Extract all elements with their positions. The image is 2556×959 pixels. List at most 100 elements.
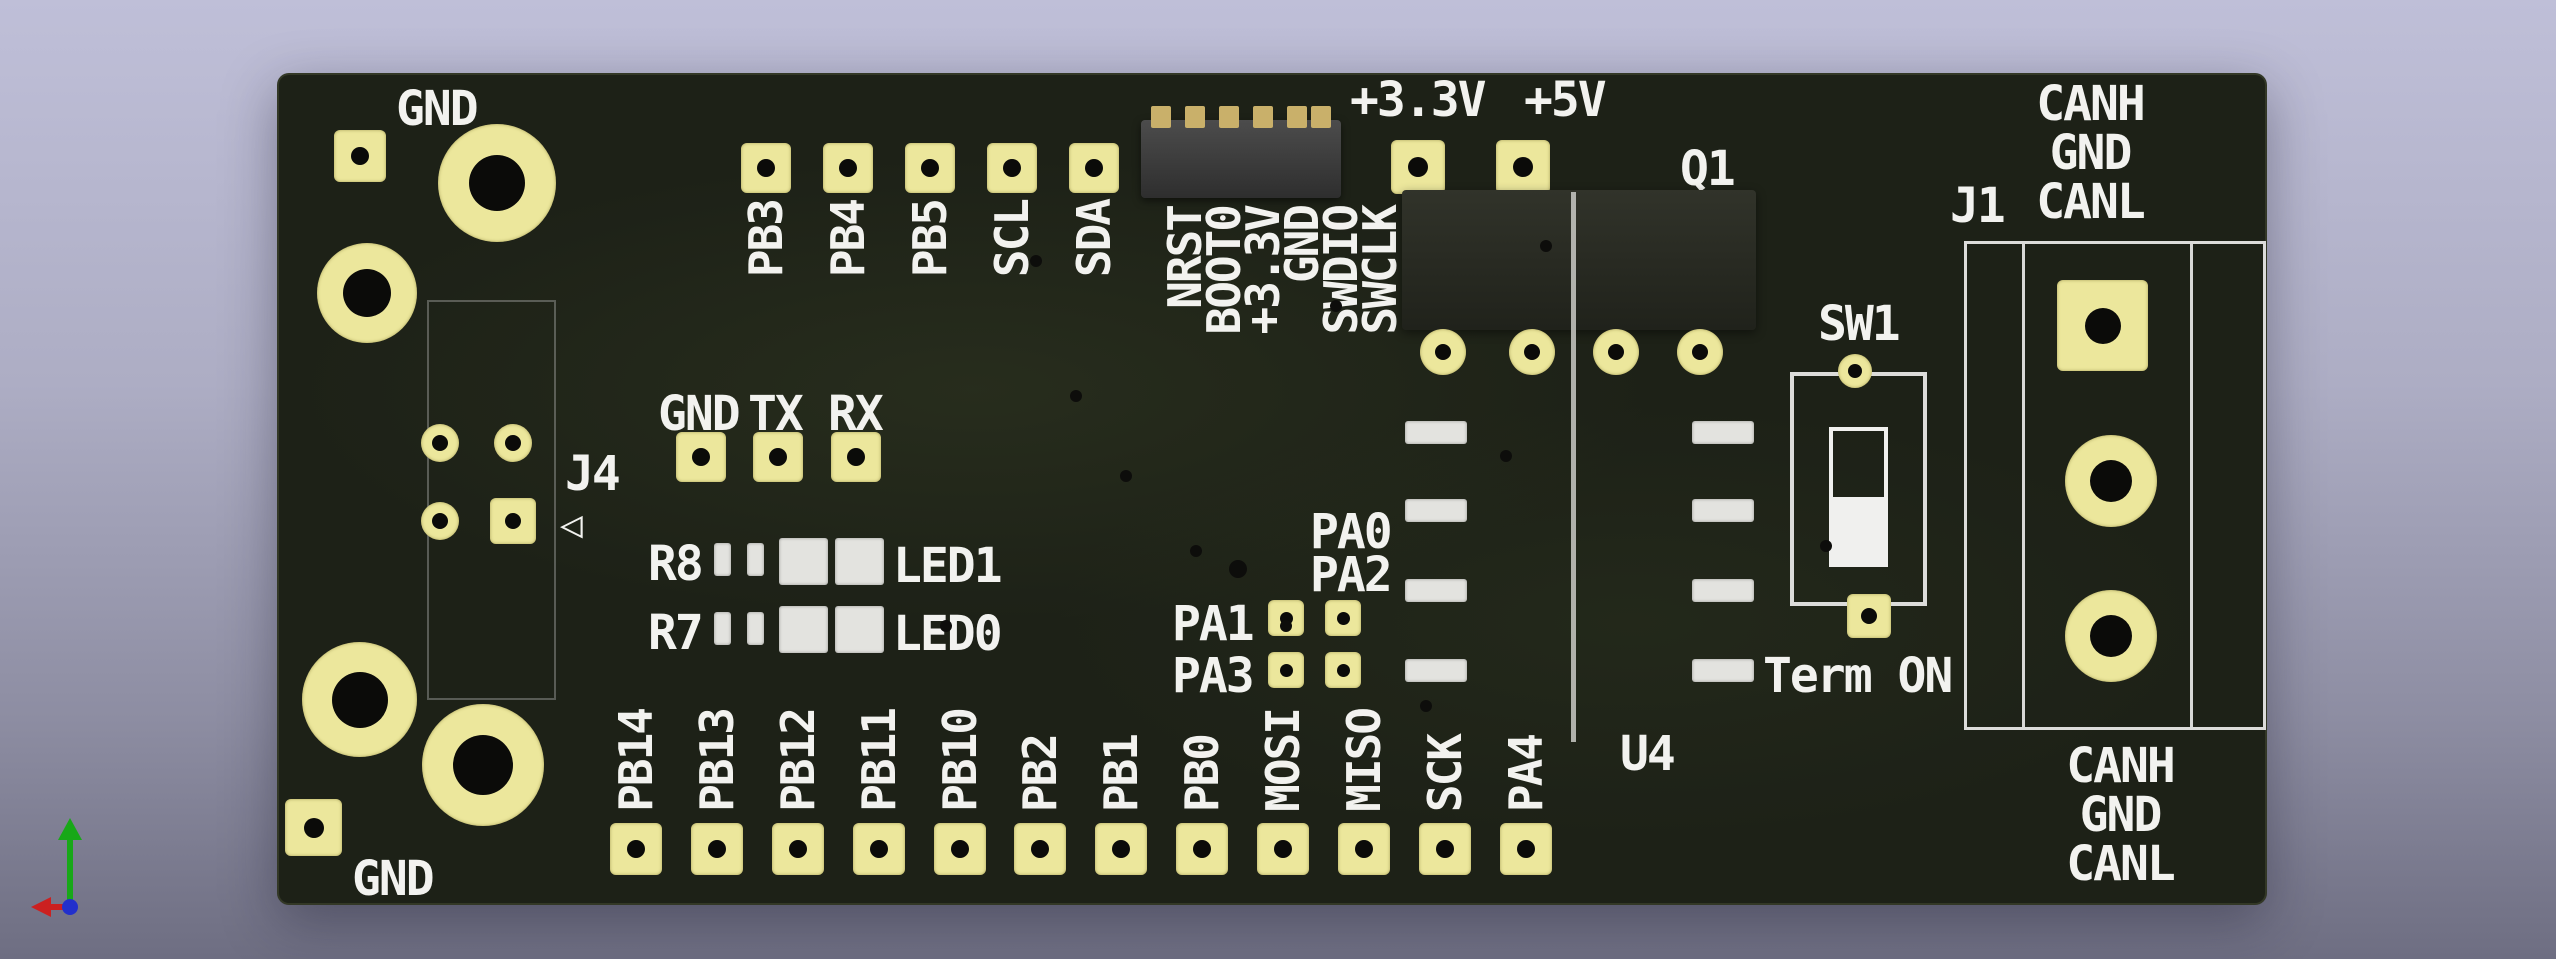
z-axis-dot (62, 899, 78, 915)
drill-hole (432, 435, 448, 451)
gnd-label-bottom-left: GND (352, 851, 435, 907)
drill-hole (692, 448, 710, 466)
via (1330, 300, 1342, 312)
pad-pb12 (772, 823, 824, 875)
pin-label-col: PB0 (1172, 630, 1232, 812)
via (1540, 240, 1552, 252)
pad-pb11 (853, 823, 905, 875)
drill-hole (1279, 663, 1293, 677)
pin-label: SCK (1418, 734, 1472, 812)
pa1-pad (1325, 600, 1361, 636)
uart-pad-tx (753, 432, 803, 482)
pad-pb0 (1176, 823, 1228, 875)
pin-label-col: MOSI (1253, 630, 1313, 812)
pad-pb4 (823, 143, 873, 193)
pcb-board: GND GND J4 ◁ PB3 PB4 PB5 SCL SDA (277, 73, 2267, 905)
canh-label: CANH (2066, 738, 2176, 794)
header-pin (1151, 106, 1171, 128)
drill-hole (2090, 460, 2132, 502)
drill-hole (708, 840, 726, 858)
pin-label-col: PB12 (768, 630, 828, 812)
pa0-label: PA0 (1310, 504, 1393, 560)
pin-label-col: SWCLK (1350, 206, 1410, 476)
q1-pad (1509, 329, 1555, 375)
pa3-pad (1325, 652, 1361, 688)
pin-label-col: PB2 (1010, 630, 1070, 812)
header-pin (1253, 106, 1273, 128)
pin-label-col: PA4 (1496, 630, 1556, 812)
u4-refdes: U4 (1620, 726, 1676, 782)
header-pin (1219, 106, 1239, 128)
can-labels-top: CANH GND CANL (1980, 80, 2200, 227)
drill-hole (789, 840, 807, 858)
pin-label: PB0 (1175, 734, 1229, 812)
drill-hole (343, 269, 391, 317)
pad-pb1 (1095, 823, 1147, 875)
j1-divider-line (2190, 244, 2193, 727)
drill-hole (1355, 840, 1373, 858)
r8-pad (747, 543, 764, 576)
uart-rx-label: RX (828, 386, 884, 442)
j4-pad-pin1 (490, 498, 536, 544)
drill-hole (1524, 344, 1540, 360)
r7-refdes: R7 (648, 605, 704, 661)
pin-label-col: SDA (1064, 200, 1124, 450)
j1-pad-canl (2065, 590, 2157, 682)
drill-hole (1435, 344, 1451, 360)
drill-hole (769, 448, 787, 466)
pin-label: MISO (1337, 709, 1391, 812)
drill-hole (627, 840, 645, 858)
gnd-label-top-left: GND (396, 81, 479, 137)
drill-hole (951, 840, 969, 858)
gnd-label: GND (2049, 125, 2133, 181)
via (1420, 700, 1432, 712)
drill-hole (505, 513, 521, 529)
drill-hole (432, 513, 448, 529)
pin-label-col: PB1 (1091, 630, 1151, 812)
via (1500, 450, 1512, 462)
swd-header-connector (1141, 106, 1341, 198)
led0-refdes: LED0 (893, 606, 1003, 662)
drill-hole (1336, 663, 1350, 677)
pin-label-col: PB11 (849, 630, 909, 812)
r7-pad (747, 612, 764, 645)
x-axis-arrowhead (31, 897, 51, 917)
pin1-arrow-icon: ◁ (560, 502, 583, 546)
j4-refdes: J4 (565, 446, 621, 502)
led1-refdes: LED1 (893, 538, 1003, 594)
pin-label-col: MISO (1334, 630, 1394, 812)
via (1070, 390, 1082, 402)
uart-pad-rx (831, 432, 881, 482)
via (1280, 620, 1292, 632)
j4-pad (421, 424, 459, 462)
drill-hole (1408, 157, 1428, 177)
pa2-label: PA2 (1310, 547, 1393, 603)
pin-label-col: SCL (982, 200, 1042, 450)
pin-label: SCL (985, 200, 1039, 278)
drill-hole (1436, 840, 1454, 858)
pad-miso (1338, 823, 1390, 875)
gnd-pad-bottom-left (285, 799, 342, 856)
pin-label: MOSI (1256, 709, 1310, 812)
axis-gizmo (31, 818, 82, 917)
via (1820, 540, 1832, 552)
q1-refdes: Q1 (1680, 141, 1736, 197)
drill-hole (2090, 615, 2132, 657)
header-pin (1185, 106, 1205, 128)
pad-pb14 (610, 823, 662, 875)
pin-label: PB11 (852, 709, 906, 812)
via (940, 620, 952, 632)
j1-terminal-outline (1964, 241, 2266, 730)
mounting-hole (317, 243, 417, 343)
pin-label: SDA (1067, 200, 1121, 278)
pin-label: PB5 (903, 200, 957, 278)
j1-pad-gnd (2065, 435, 2157, 527)
mounting-hole (302, 642, 417, 757)
drill-hole (757, 159, 775, 177)
pin-label-col: PB10 (930, 630, 990, 812)
header-pin (1311, 106, 1331, 128)
r7-pad (714, 612, 731, 645)
sw1-pad (1838, 354, 1872, 388)
drill-hole (1692, 344, 1708, 360)
